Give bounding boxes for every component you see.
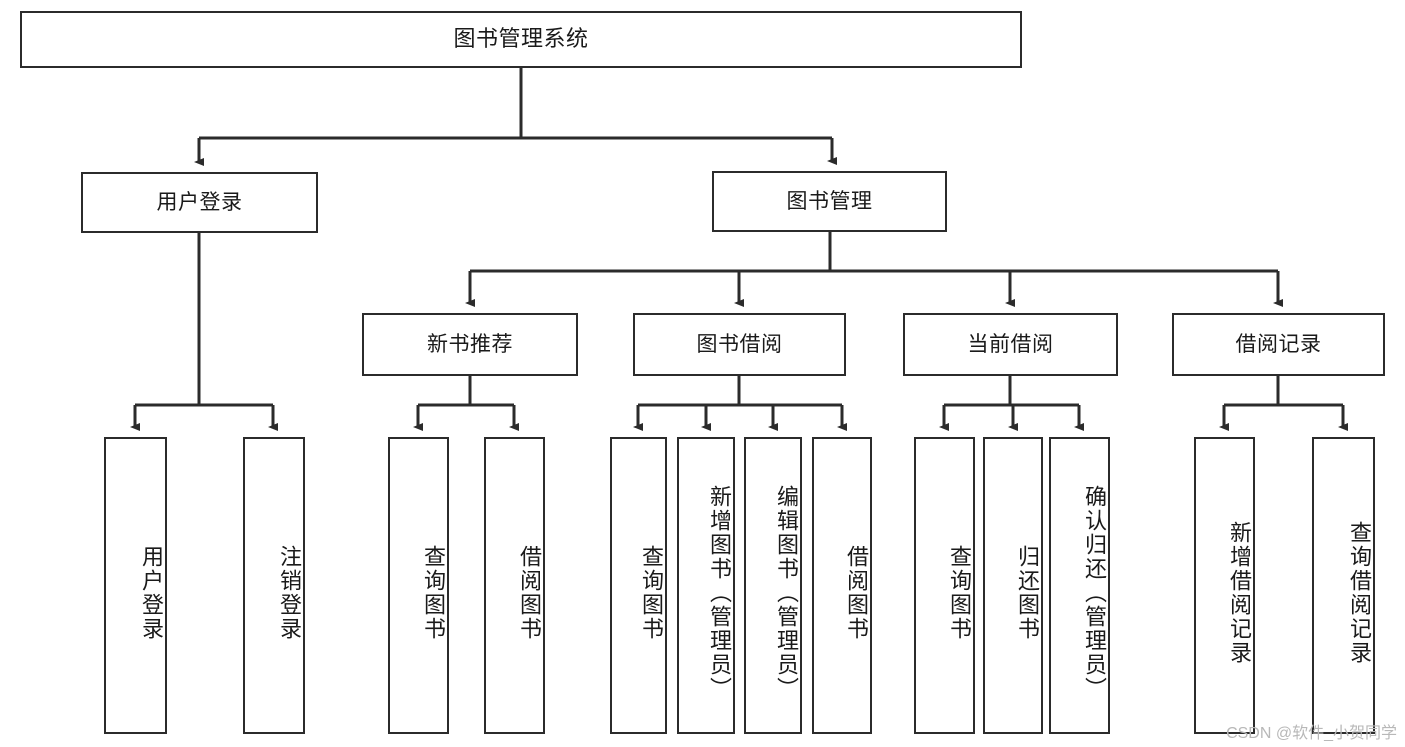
leaf-add-record[interactable]: 新增借阅记录 [1194,437,1255,734]
leaf-return-book[interactable]: 归还图书 [983,437,1043,734]
leaf-query-book-2[interactable]: 查询图书 [610,437,667,734]
edge-userlogin-to-leaves [130,233,278,431]
leaf-query-book-1[interactable]: 查询图书 [388,437,449,734]
leaf-logout[interactable]: 注销登录 [243,437,305,734]
leaf-logout-label: 注销登录 [277,544,302,641]
node-new-book-recommend[interactable]: 新书推荐 [362,313,578,376]
leaf-query-book-3[interactable]: 查询图书 [914,437,975,734]
node-new-book-recommend-label: 新书推荐 [427,332,513,356]
edge-bookmanage-to-level3 [465,232,1283,307]
leaf-add-book-label: 新增图书（管理员） [707,484,732,701]
leaf-add-book[interactable]: 新增图书（管理员） [677,437,735,734]
node-book-borrow-label: 图书借阅 [696,332,783,356]
node-borrow-record-label: 借阅记录 [1235,332,1322,356]
edge-newbook-to-leaves [413,376,519,431]
leaf-borrow-book-2[interactable]: 借阅图书 [812,437,872,734]
edge-borrowrecord-to-leaves [1219,376,1348,431]
leaf-confirm-return-label: 确认归还（管理员） [1082,484,1107,701]
leaf-user-login-label: 用户登录 [139,544,164,641]
leaf-return-book-label: 归还图书 [1015,544,1040,641]
leaf-query-book-1-label: 查询图书 [421,544,446,641]
leaf-confirm-return[interactable]: 确认归还（管理员） [1049,437,1110,734]
leaf-query-book-3-label: 查询图书 [947,544,972,641]
leaf-edit-book-label: 编辑图书（管理员） [774,484,799,701]
node-borrow-record[interactable]: 借阅记录 [1172,313,1385,376]
node-user-login[interactable]: 用户登录 [81,172,318,233]
leaf-add-record-label: 新增借阅记录 [1227,520,1252,665]
edge-bookborrow-to-leaves [633,376,847,431]
leaf-query-record-label: 查询借阅记录 [1347,520,1372,665]
leaf-borrow-book-1[interactable]: 借阅图书 [484,437,545,734]
leaf-borrow-book-1-label: 借阅图书 [517,544,542,641]
node-book-borrow[interactable]: 图书借阅 [633,313,846,376]
leaf-user-login[interactable]: 用户登录 [104,437,167,734]
leaf-query-book-2-label: 查询图书 [639,544,664,641]
node-book-manage[interactable]: 图书管理 [712,171,947,232]
node-book-manage-label: 图书管理 [786,189,873,213]
node-root-label: 图书管理系统 [453,26,589,52]
node-root[interactable]: 图书管理系统 [20,11,1022,68]
node-current-borrow[interactable]: 当前借阅 [903,313,1118,376]
leaf-query-record[interactable]: 查询借阅记录 [1312,437,1375,734]
node-current-borrow-label: 当前借阅 [967,332,1054,356]
edge-root-to-level2 [194,68,837,166]
leaf-borrow-book-2-label: 借阅图书 [844,544,869,641]
leaf-edit-book[interactable]: 编辑图书（管理员） [744,437,802,734]
edge-currentborrow-to-leaves [939,376,1084,431]
node-user-login-label: 用户登录 [156,190,243,214]
